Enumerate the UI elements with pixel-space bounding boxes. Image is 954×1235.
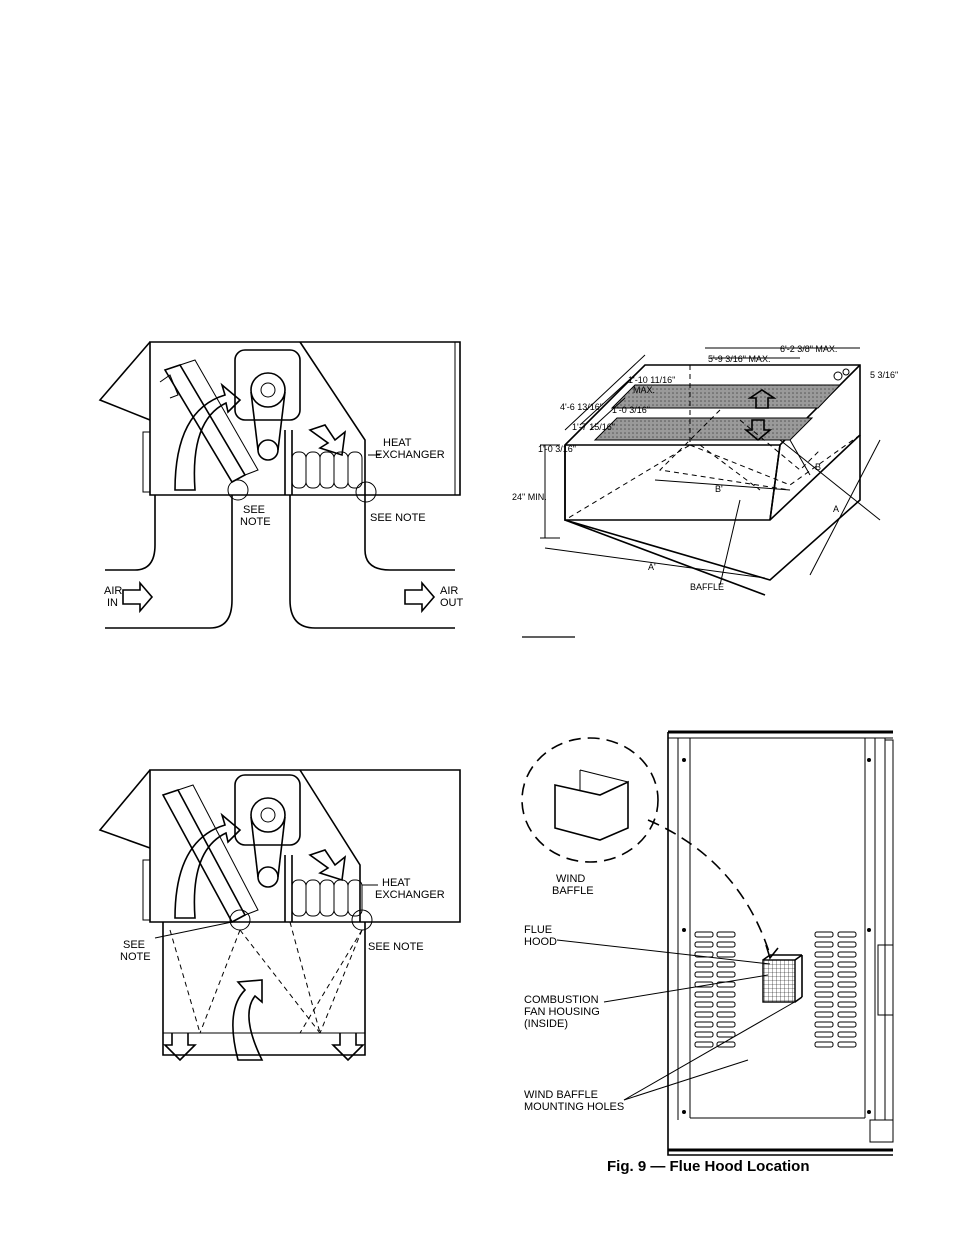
dim-right: 5 3/16"	[870, 370, 898, 380]
dim-b: 1'-0 3/16"	[612, 405, 650, 415]
dim-e: 1'-0 3/16"	[538, 444, 576, 454]
supply-opening-arrow	[743, 419, 773, 442]
blower-housing	[234, 349, 301, 421]
air-in-label: AIR	[104, 585, 122, 597]
air-out-arrow	[404, 580, 436, 614]
air-out-label-2: OUT	[440, 597, 464, 609]
baffle-label: BAFFLE	[690, 582, 724, 592]
return-duct	[105, 495, 156, 571]
label-b1: B'	[715, 484, 723, 494]
heat-exchanger-label-b2: EXCHANGER	[375, 889, 445, 901]
flue-hood-label-2: HOOD	[524, 936, 557, 948]
airflow-arrow	[174, 382, 242, 491]
blower-housing-2	[234, 774, 301, 846]
flue-hood-figure: WIND BAFFLE FLUE HOOD COMBUSTION FAN HOU…	[521, 730, 894, 1175]
unit-side-panel	[667, 732, 893, 1156]
supply-duct	[289, 495, 455, 629]
blower-motor	[257, 439, 279, 461]
combustion-fan-label: COMBUSTION	[524, 994, 599, 1006]
flue-hood-leader	[556, 939, 771, 965]
see-note-circle-right	[355, 481, 377, 503]
see-note-left-b2: NOTE	[120, 951, 151, 963]
flue-hood-label: FLUE	[524, 924, 552, 936]
figure-caption: Fig. 9 — Flue Hood Location	[607, 1158, 810, 1175]
combustion-leader	[603, 974, 769, 1003]
curb-rail-rear	[610, 384, 842, 409]
label-b: B	[815, 462, 821, 472]
outdoor-hood-left	[98, 341, 151, 421]
see-note-left-2: NOTE	[240, 516, 271, 528]
curb-airflow-arrow	[232, 979, 264, 1061]
combustion-fan-label-3: (INSIDE)	[524, 1018, 568, 1030]
louvers-left	[694, 931, 736, 1048]
heat-exchanger	[291, 451, 363, 489]
louvers-right	[814, 931, 857, 1048]
dim-a: 1'-10 11/16"	[628, 375, 675, 385]
dim-top: 6'-2 3/8" MAX.	[780, 344, 837, 354]
wind-baffle-part	[554, 780, 629, 841]
unit-diagram-horizontal: HEAT EXCHANGER SEE NOTE SEE NOTE AIR IN …	[98, 341, 464, 629]
heat-exchanger-label-b: HEAT	[382, 877, 411, 889]
roof-curb-box	[162, 922, 366, 1056]
see-note-right: SEE NOTE	[370, 512, 426, 524]
dim-inner: 5'-9 3/16" MAX.	[708, 354, 770, 364]
outdoor-hood-left-2	[98, 769, 151, 849]
return-opening-arrow	[747, 389, 777, 409]
heat-exchanger-2	[291, 879, 363, 917]
air-in-arrow	[122, 580, 154, 614]
air-out-label: AIR	[440, 585, 458, 597]
curb-rail-front	[593, 417, 814, 441]
heat-exchanger-label-2: EXCHANGER	[375, 449, 445, 461]
mounting-leader-1	[623, 1059, 749, 1101]
air-in-label-2: IN	[107, 597, 118, 609]
wind-baffle-callout-circle	[521, 737, 659, 863]
mounting-holes-label-2: MOUNTING HOLES	[524, 1101, 624, 1113]
see-note-left: SEE	[243, 504, 265, 516]
dim-d: 1'-7 15/16"	[572, 422, 615, 432]
wind-baffle-label-2: BAFFLE	[552, 885, 594, 897]
min-height: 24" MIN.	[512, 492, 547, 502]
dim-a2: MAX.	[633, 385, 655, 395]
heat-exchanger-label: HEAT	[383, 437, 412, 449]
wind-baffle-leader	[647, 819, 771, 956]
mounting-leader-2	[623, 999, 799, 1101]
label-a: A	[833, 504, 839, 514]
unit-cabinet	[149, 341, 461, 496]
label-a1: A'	[648, 562, 656, 572]
supply-arrow-left	[163, 1033, 197, 1062]
unit-diagram-vertical: HEAT EXCHANGER SEE NOTE SEE NOTE	[98, 769, 461, 1062]
blower-wheel	[250, 372, 286, 408]
see-note-left-b: SEE	[123, 939, 145, 951]
roof-curb-isometric: 6'-2 3/8" MAX. 5'-9 3/16" MAX. 5 3/16" 1…	[512, 344, 898, 596]
dim-c: 4'-6 13/16"	[560, 402, 603, 412]
downflow-arrow	[308, 424, 347, 457]
flue-hood	[762, 959, 796, 1003]
supply-arrow-right	[331, 1033, 365, 1062]
combustion-fan-label-2: FAN HOUSING	[524, 1006, 600, 1018]
wind-baffle-label: WIND	[556, 873, 585, 885]
mounting-holes-label: WIND BAFFLE	[524, 1089, 598, 1101]
see-note-circle-left	[227, 479, 249, 501]
see-note-right-b: SEE NOTE	[368, 941, 424, 953]
